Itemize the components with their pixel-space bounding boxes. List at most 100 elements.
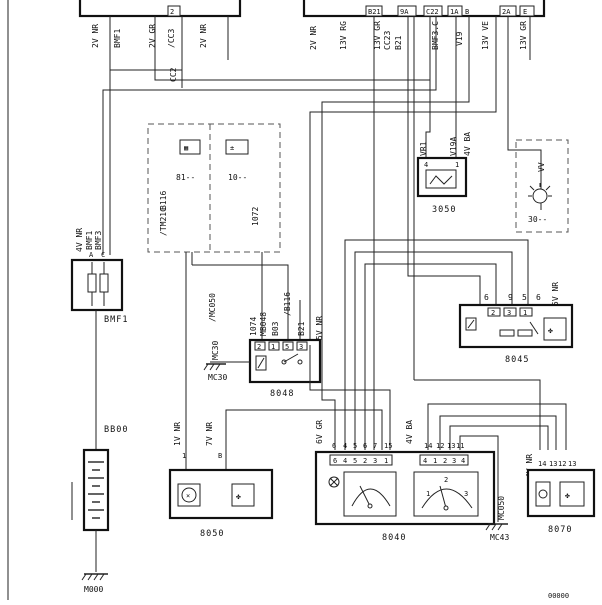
c8040-name: 8040 (382, 533, 406, 543)
c8050-pin-b: B (218, 452, 222, 460)
fan-icon-8045: ✤ (548, 326, 553, 335)
module-group-box: ▦ 81-- ± 10-- /TM21C B116 1072 (147, 123, 281, 272)
top-right-pin-code-cc23: CC23 (383, 31, 392, 50)
c8050-name: 8050 (200, 529, 224, 539)
top-left-wire-cc2: CC2 (169, 67, 178, 82)
c8048-pin-3: 3 (299, 343, 303, 351)
bmf1-wire: 4V NR (75, 228, 84, 252)
c8048-pin-1: 1 (271, 343, 275, 351)
ground-mc43: MC050 MC43 (485, 496, 509, 542)
c8040-left-wire: 6V GR (315, 420, 324, 444)
c8070-pin-0: 14 (538, 460, 546, 468)
fan-icon-8050: ✤ (236, 492, 241, 501)
dial-mark-3: 3 (464, 490, 468, 498)
c8040-left-pin-1: 4 (343, 457, 347, 465)
fan-icon-8070: ✤ (565, 491, 570, 500)
c8040-right-wire: 4V BA (405, 420, 414, 444)
c8048-name: 8048 (270, 389, 294, 399)
horizontal-wires (102, 58, 542, 345)
c8045-inner-3: 3 (507, 309, 511, 317)
top-right-wire-2: 13V RG (339, 21, 348, 50)
group-wire-b116: B116 (159, 191, 168, 210)
c8040-right-pin-1: 1 (433, 457, 437, 465)
c8040-left-pin-0: 6 (333, 457, 337, 465)
c3050-pin-code: VR1 (419, 141, 428, 156)
top-right-v19: V19 (455, 31, 464, 46)
c8040-left-pin-4: 3 (373, 457, 377, 465)
c3050-pin-4: 4 (424, 161, 428, 169)
fan-motor-8050: 1V NR 7V NR 1 B × ✤ 8050 (168, 252, 383, 539)
module-8045: 5V NR 6 9 5 6 2 3 1 ✤ 8045 (344, 238, 574, 450)
c8040-right-pin-4: 4 (461, 457, 465, 465)
c8045-name: 8045 (505, 355, 529, 365)
lamp-30: VV 30-- (515, 139, 569, 233)
bmf1-fuse-box: 4V NR BMF1 BMF3 A C BMF1 (70, 228, 128, 450)
top-right-pin-b: B (465, 8, 469, 16)
c8048-ground-name: MC30 (208, 373, 227, 382)
c8045-wire: 5V NR (551, 282, 560, 306)
group-wire-1072: 1072 (251, 207, 260, 226)
c8040-left-num-4: 7 (373, 442, 377, 450)
bmf1-contact-c: C (101, 251, 105, 259)
c8070-pin-2: 12 (558, 460, 566, 468)
c8040-right-pin-2: 2 (443, 457, 447, 465)
c8040-right-num-0: 14 (424, 442, 432, 450)
module-81-icon: ▦ (184, 144, 189, 152)
c8045-pin-9: 9 (508, 293, 513, 302)
top-left-pin-bmf1: BMF1 (113, 29, 122, 48)
module-3050: VR1 V19A 4V BA 4 1 3050 (416, 60, 472, 215)
c8045-pin-6b: 6 (536, 293, 541, 302)
c8050-wire-2: 7V NR (205, 422, 214, 446)
mc43-wire: MC050 (497, 496, 506, 520)
module-81-label: 81-- (176, 173, 195, 182)
top-left-connector: 2 2V NR BMF1 2V GR /CC3 2V NR CC2 (78, 0, 242, 88)
footer-code: 00000 (548, 592, 569, 600)
c8040-left-num-0: 6 (332, 442, 336, 450)
c8045-inner-2: 2 (491, 309, 495, 317)
relay-8048: /MC050 1074 MB048 B03 /B116 B21 5V NR MC… (192, 264, 324, 399)
c3000-wire: VV (537, 162, 546, 172)
top-right-b21-label: B21 (394, 35, 403, 50)
c8070-pin-3: 13 (568, 460, 576, 468)
c8048-pin-label-b03: B03 (271, 321, 280, 336)
c8040-right-num-1: 12 (436, 442, 444, 450)
dial-mark-1: 1 (426, 490, 430, 498)
bmf1-name: BMF1 (104, 315, 128, 325)
c8048-pin-label-b21: B21 (297, 321, 306, 336)
c8048-pin-2: 2 (257, 343, 261, 351)
c8040-left-pin-3: 2 (363, 457, 367, 465)
top-right-pin-9a: 9A (400, 8, 409, 16)
c8040-right-num-3: 11 (456, 442, 464, 450)
c3050-wire-1: V19A (449, 137, 458, 156)
c8040-left-num-3: 6 (363, 442, 367, 450)
c3050-name: 3050 (432, 205, 456, 215)
top-right-pin-1a: 1A (450, 8, 459, 16)
top-left-pin-2: 2 (170, 8, 174, 16)
c3000-name: 30-- (528, 215, 547, 224)
c8040-left-num-5: 15 (384, 442, 392, 450)
top-left-pin-cc3: /CC3 (167, 29, 176, 48)
c8048-ground-wire: /MC050 (208, 293, 217, 322)
dial-mark-2: 2 (444, 476, 448, 484)
bmf1-contact-a: A (89, 251, 94, 259)
c8070-pin-1: 13 (549, 460, 557, 468)
c8040-left-num-1: 4 (343, 442, 347, 450)
control-panel-8040: 6V GR 4V BA 6 4 5 6 7 15 14 12 13 11 6 4… (309, 330, 567, 543)
c8048-pin-label-1074: 1074 (249, 317, 258, 336)
top-right-wire-5: 13V GR (519, 21, 528, 50)
top-right-pin-c22: C22 (426, 8, 439, 16)
top-right-pin-2a: 2A (502, 8, 511, 16)
bb00-name: BB00 (104, 425, 128, 435)
top-left-wire-1: 2V NR (91, 24, 100, 48)
c8040-right-num-2: 13 (447, 442, 455, 450)
top-left-wire-3: 2V NR (199, 24, 208, 48)
module-8070: 4V NR 14 13 12 13 ✤ 8070 (525, 454, 596, 535)
c8070-wire: 4V NR (525, 454, 534, 478)
motor-icon: × (186, 492, 190, 500)
c8040-left-pin-2: 5 (353, 457, 357, 465)
c8045-pin-6: 6 (484, 293, 489, 302)
c8048-top-wire: 5V NR (315, 316, 324, 340)
top-right-wire-1: 2V NR (309, 26, 318, 50)
c8040-left-num-2: 5 (353, 442, 357, 450)
